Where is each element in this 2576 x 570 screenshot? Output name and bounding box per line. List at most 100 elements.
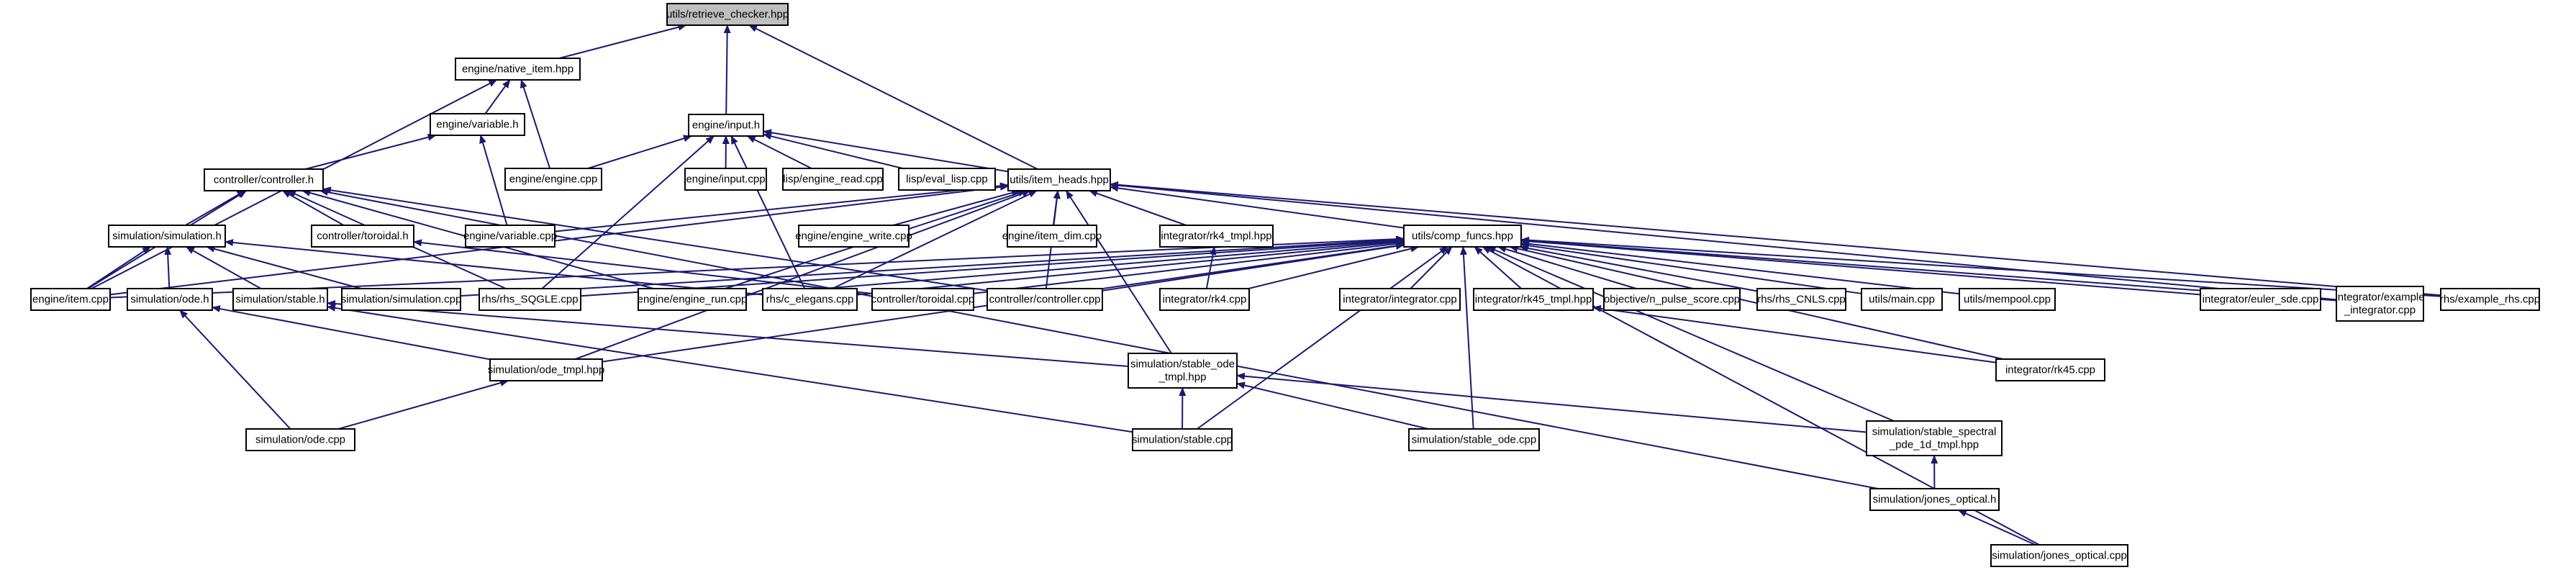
graph-node[interactable]: integrator/rk45_tmpl.hpp [1473, 288, 1594, 311]
edge-n6-to-n3 [763, 129, 1009, 173]
node-box[interactable] [1869, 488, 2000, 511]
node-box[interactable] [987, 288, 1103, 311]
edge-n14-to-n6 [893, 189, 1021, 226]
graph-node[interactable]: lisp/engine_read.cpp [782, 168, 884, 191]
node-box[interactable] [479, 288, 581, 311]
graph-node[interactable]: simulation/stable.h [232, 288, 328, 311]
node-box[interactable] [1756, 288, 1846, 311]
graph-node[interactable]: rhs/c_elegans.cpp [762, 288, 858, 311]
graph-node[interactable]: simulation/ode.h [127, 288, 213, 311]
node-box[interactable] [245, 428, 355, 451]
graph-node[interactable]: rhs/rhs_CNLS.cpp [1756, 288, 1846, 311]
node-box[interactable] [1990, 544, 2128, 567]
node-box[interactable] [666, 3, 789, 26]
edge-n32-to-n17 [1520, 242, 1862, 294]
graph-node[interactable]: engine/variable.cpp [463, 225, 557, 248]
edge-n11-to-n5 [185, 190, 246, 226]
graph-node[interactable]: simulation/simulation.cpp [341, 288, 462, 311]
node-box[interactable] [204, 168, 324, 191]
graph-node[interactable]: lisp/eval_lisp.cpp [898, 168, 996, 191]
graph-node[interactable]: controller/controller.h [204, 168, 324, 191]
graph-node[interactable]: integrator/example_integrator.cpp [2335, 286, 2425, 322]
node-label: utils/comp_funcs.hpp [1412, 230, 1513, 243]
node-box[interactable] [504, 168, 602, 191]
node-box[interactable] [127, 288, 213, 311]
node-box[interactable] [2200, 288, 2321, 311]
graph-node[interactable]: simulation/jones_optical.cpp [1990, 544, 2128, 567]
graph-node[interactable]: objective/n_pulse_score.cpp [1603, 288, 1741, 311]
graph-node[interactable]: engine/input.cpp [684, 168, 767, 191]
node-box[interactable] [489, 358, 603, 381]
node-box[interactable] [1995, 358, 2105, 381]
graph-node[interactable]: engine/variable.h [430, 113, 525, 136]
graph-node[interactable]: simulation/simulation.h [108, 225, 226, 248]
graph-node[interactable]: simulation/ode_tmpl.hpp [488, 358, 605, 381]
node-box[interactable] [311, 225, 414, 248]
graph-node[interactable]: engine/item_dim.cpp [1002, 225, 1102, 248]
node-box[interactable] [1866, 420, 2003, 456]
graph-node[interactable]: utils/item_heads.hpp [1007, 168, 1111, 191]
graph-node[interactable]: utils/comp_funcs.hpp [1403, 225, 1522, 248]
graph-node[interactable]: integrator/euler_sde.cpp [2200, 288, 2321, 311]
edge-n31-to-n17 [1519, 245, 1758, 292]
graph-node[interactable]: controller/toroidal.cpp [871, 288, 974, 311]
node-box[interactable] [1408, 428, 1540, 451]
node-box[interactable] [638, 288, 747, 311]
node-box[interactable] [898, 168, 996, 191]
graph-node[interactable]: engine/engine.cpp [504, 168, 602, 191]
node-box[interactable] [232, 288, 328, 311]
node-box[interactable] [1339, 288, 1461, 311]
graph-node[interactable]: simulation/stable_ode.cpp [1408, 428, 1540, 451]
node-box[interactable] [1603, 288, 1741, 311]
graph-node[interactable]: integrator/rk4.cpp [1159, 288, 1250, 311]
graph-node[interactable]: utils/mempool.cpp [1959, 288, 2056, 311]
node-box[interactable] [1403, 225, 1522, 248]
edge-n21-to-n17 [460, 236, 1405, 297]
graph-node[interactable]: simulation/stable.cpp [1132, 428, 1233, 451]
graph-node[interactable]: simulation/jones_optical.h [1869, 488, 2000, 511]
node-box[interactable] [1007, 168, 1111, 191]
node-box[interactable] [1132, 428, 1233, 451]
graph-node[interactable]: engine/engine_run.cpp [638, 288, 748, 311]
node-box[interactable] [430, 113, 525, 136]
graph-node[interactable]: simulation/ode.cpp [245, 428, 355, 451]
node-box[interactable] [871, 288, 974, 311]
graph-node[interactable]: engine/item.cpp [30, 288, 111, 311]
node-box[interactable] [1007, 225, 1097, 248]
edge-n5-to-n4 [305, 133, 437, 170]
graph-node[interactable]: controller/toroidal.h [311, 225, 414, 248]
node-box[interactable] [798, 225, 910, 248]
node-box[interactable] [455, 58, 581, 81]
edge-n17-to-n6 [1110, 184, 1405, 229]
graph-node[interactable]: engine/engine_write.cpp [795, 225, 912, 248]
graph-node[interactable]: engine/input.h [688, 114, 764, 137]
graph-node[interactable]: integrator/integrator.cpp [1339, 288, 1461, 311]
graph-node[interactable]: utils/retrieve_checker.hpp [666, 3, 789, 26]
node-box[interactable] [465, 225, 555, 248]
node-box[interactable] [1128, 353, 1238, 389]
graph-node[interactable]: controller/controller.cpp [987, 288, 1103, 311]
node-box[interactable] [2440, 288, 2540, 311]
node-box[interactable] [341, 288, 461, 311]
graph-node[interactable]: rhs/rhs_SQGLE.cpp [479, 288, 581, 311]
node-box[interactable] [782, 168, 884, 191]
node-box[interactable] [1473, 288, 1594, 311]
node-box[interactable] [762, 288, 858, 311]
graph-node[interactable]: utils/main.cpp [1861, 288, 1943, 311]
node-box[interactable] [1159, 288, 1250, 311]
node-box[interactable] [2336, 286, 2424, 322]
node-box[interactable] [1159, 225, 1274, 248]
graph-node[interactable]: rhs/example_rhs.cpp [2440, 288, 2540, 311]
graph-node[interactable]: simulation/stable_spectral_pde_1d_tmpl.h… [1866, 420, 2003, 456]
graph-node[interactable]: integrator/rk45.cpp [1995, 358, 2105, 381]
node-box[interactable] [108, 225, 226, 248]
node-box[interactable] [684, 168, 767, 191]
node-box[interactable] [30, 288, 111, 311]
graph-node[interactable]: engine/native_item.hpp [455, 58, 581, 81]
node-label: engine/item_dim.cpp [1002, 230, 1102, 243]
node-box[interactable] [1959, 288, 2056, 311]
graph-node[interactable]: simulation/stable_ode_tmpl.hpp [1128, 353, 1238, 389]
node-box[interactable] [1861, 288, 1943, 311]
node-box[interactable] [688, 114, 764, 137]
graph-node[interactable]: integrator/rk4_tmpl.hpp [1159, 225, 1274, 248]
